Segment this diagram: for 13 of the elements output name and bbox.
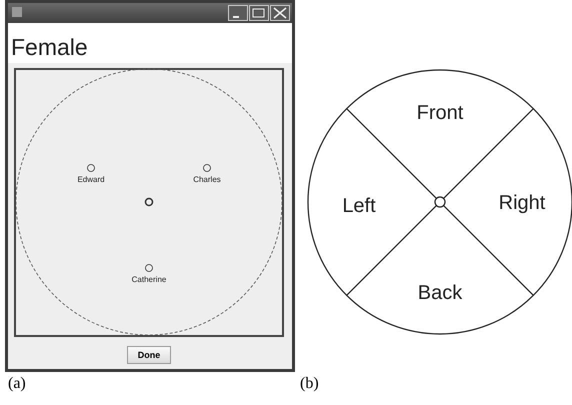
panel-caption: (b): [300, 375, 319, 393]
sector-label: Right: [498, 191, 546, 215]
panel-caption: (a): [8, 375, 26, 393]
sector-label: Front: [416, 101, 464, 125]
person-name: Catherine: [130, 275, 168, 284]
sector-label: Left: [341, 194, 377, 218]
done-button: Done: [127, 346, 171, 364]
window-heading: Female: [11, 34, 88, 60]
hub-circle: [434, 196, 446, 208]
person-name: Edward: [76, 175, 106, 184]
person-name: Charles: [192, 175, 222, 184]
application-window: [5, 0, 295, 372]
sector-label: Back: [416, 281, 464, 305]
